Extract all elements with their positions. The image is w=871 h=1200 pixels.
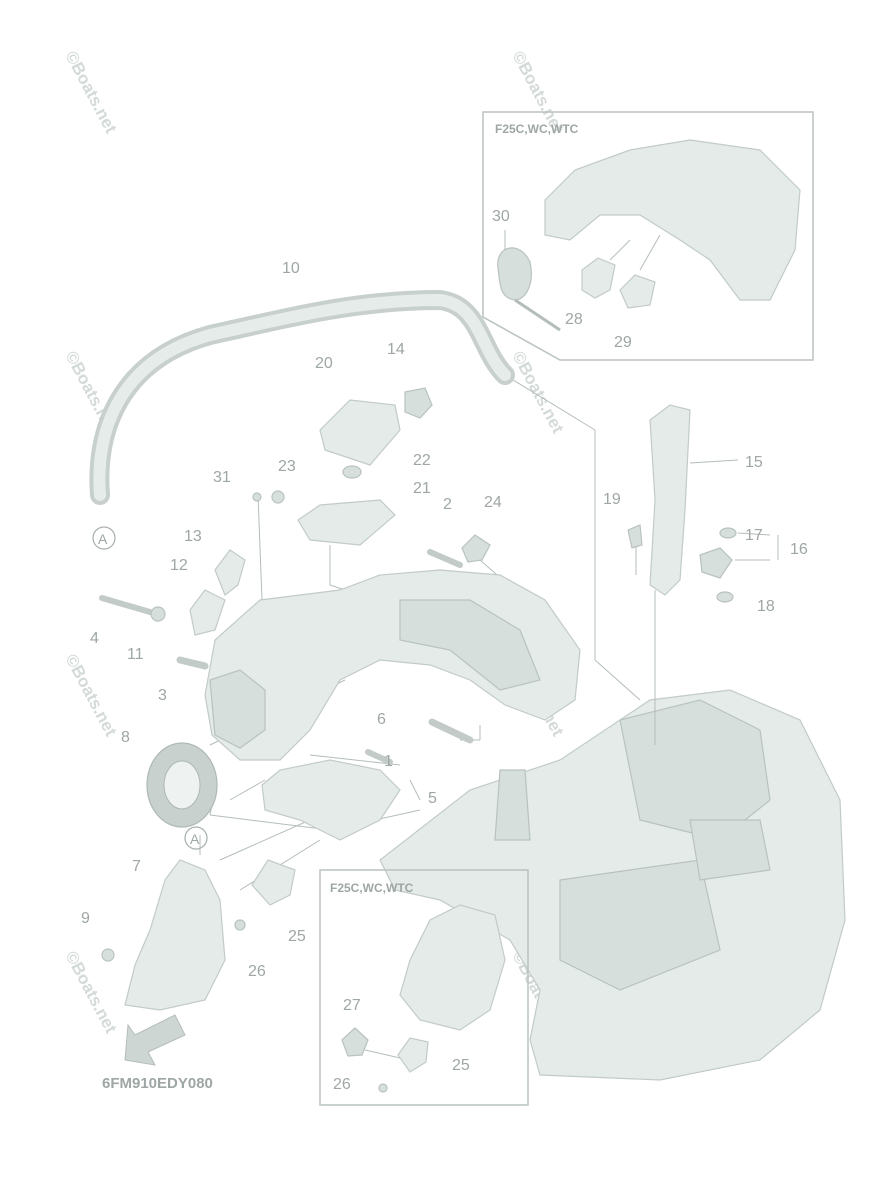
inset-top-title: F25C,WC,WTC xyxy=(495,122,579,136)
label-3: 3 xyxy=(158,687,167,704)
label-9: 9 xyxy=(81,910,90,927)
label-7: 7 xyxy=(132,858,141,875)
part-23 xyxy=(271,490,285,504)
inset-bottom-throttle xyxy=(399,904,506,1031)
part-8 xyxy=(146,742,218,828)
label-21: 21 xyxy=(413,480,431,497)
label-8: 8 xyxy=(121,729,130,746)
label-29: 29 xyxy=(614,334,632,351)
label-19: 19 xyxy=(603,491,621,508)
part-15 xyxy=(649,404,691,596)
bolt-9 xyxy=(101,948,115,962)
front-arrow xyxy=(124,1014,186,1066)
part-labels: 1 2 3 4 5 6 7 8 9 10 11 12 13 14 15 16 1… xyxy=(81,208,808,1093)
svg-text:A: A xyxy=(190,831,200,847)
bolt-2 xyxy=(427,549,463,568)
inset-top: F25C,WC,WTC xyxy=(482,111,814,361)
ref-marker-a: A xyxy=(92,526,116,550)
label-11: 11 xyxy=(127,646,144,663)
label-1: 1 xyxy=(384,753,393,770)
label-2: 2 xyxy=(443,496,452,513)
bolt-6 xyxy=(365,749,393,765)
part-18 xyxy=(716,591,734,603)
part-28 xyxy=(581,257,616,299)
inset-bottom: F25C,WC,WTC xyxy=(319,869,529,1106)
diagram-code: 6FM910EDY080 xyxy=(102,1075,213,1092)
part-19 xyxy=(627,524,643,549)
part-12 xyxy=(189,589,226,636)
label-20: 20 xyxy=(315,355,333,372)
label-25: 25 xyxy=(288,928,306,945)
label-30: 30 xyxy=(492,208,510,225)
inset-top-manifold xyxy=(544,139,801,301)
intake-manifold xyxy=(204,569,581,761)
label-18: 18 xyxy=(757,598,775,615)
part-26 xyxy=(234,919,246,931)
part-22 xyxy=(342,465,362,479)
part-14 xyxy=(404,387,433,419)
part-20 xyxy=(319,399,401,466)
part-24 xyxy=(461,534,491,563)
part-26-inset xyxy=(378,1083,388,1093)
label-17: 17 xyxy=(745,527,763,544)
label-24: 24 xyxy=(484,494,502,511)
label-14: 14 xyxy=(387,341,405,358)
label-5: 5 xyxy=(428,790,437,807)
label-23: 23 xyxy=(278,458,296,475)
part-30 xyxy=(497,247,532,301)
hose-10 xyxy=(89,289,515,505)
part-25-inset xyxy=(397,1037,429,1073)
label-28: 28 xyxy=(565,311,583,328)
label-13: 13 xyxy=(184,528,202,545)
label-26: 26 xyxy=(248,963,266,980)
watermark: ©Boats.net xyxy=(508,348,567,437)
part-11 xyxy=(150,606,166,622)
bolt-4 xyxy=(99,595,153,615)
bolt-1 xyxy=(428,718,474,744)
ref-marker-a: A xyxy=(184,826,208,850)
label-4: 4 xyxy=(90,630,99,647)
part-25 xyxy=(251,859,296,906)
label-6: 6 xyxy=(377,711,386,728)
label-16: 16 xyxy=(790,541,808,558)
label-12: 12 xyxy=(170,557,188,574)
label-31: 31 xyxy=(213,469,231,486)
part-31 xyxy=(252,492,262,502)
watermark: ©Boats.net xyxy=(61,651,120,740)
label-27: 27 xyxy=(343,997,361,1014)
inset-bottom-title: F25C,WC,WTC xyxy=(330,881,414,895)
label-15: 15 xyxy=(745,454,763,471)
part-27 xyxy=(341,1027,369,1057)
part-21 xyxy=(297,499,396,546)
part-17 xyxy=(719,527,737,539)
label-26-inset: 26 xyxy=(333,1076,351,1093)
part-7 xyxy=(124,859,226,1011)
watermark: ©Boats.net xyxy=(61,48,120,137)
part-29 xyxy=(619,274,656,309)
part-16 xyxy=(699,547,733,579)
label-25-inset: 25 xyxy=(452,1057,470,1074)
part-13 xyxy=(214,549,246,596)
bolt-3 xyxy=(176,656,209,670)
svg-text:A: A xyxy=(98,531,108,547)
engine-block xyxy=(379,689,846,1081)
watermark: ©Boats.net xyxy=(61,948,120,1037)
part-5 xyxy=(261,759,401,841)
label-10: 10 xyxy=(282,260,300,277)
label-22: 22 xyxy=(413,452,431,469)
